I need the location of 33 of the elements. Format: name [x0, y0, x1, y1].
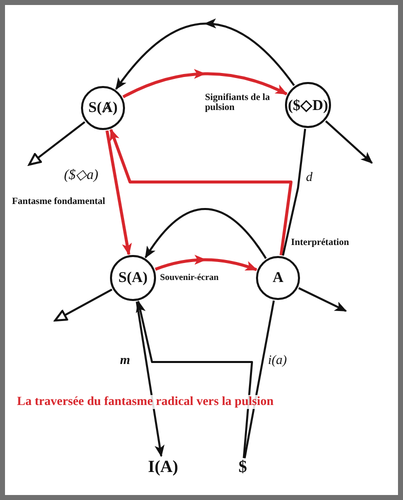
caption-text: La traversée du fantasme radical vers la pulsion — [17, 395, 274, 409]
annotation-text: Signifiants de la pulsion — [205, 93, 271, 114]
node-label: S(A) — [118, 270, 148, 286]
arrow — [109, 128, 292, 256]
arrow — [154, 254, 258, 272]
node-label: ($◇D) — [288, 96, 328, 114]
arrow — [54, 288, 112, 322]
arrow — [325, 120, 373, 164]
annotation-text: Interprétation — [291, 238, 350, 248]
symbol-label: i(a) — [268, 353, 287, 368]
node-label: I(A) — [148, 457, 178, 477]
annotation-text: Fantasme fondamental — [12, 197, 106, 208]
connector-line — [244, 300, 275, 458]
arrow — [28, 121, 86, 166]
node-label: $ — [238, 457, 247, 477]
node-circle — [81, 86, 125, 130]
node-circle — [256, 256, 300, 300]
symbol-label: ($◇a) — [64, 168, 98, 184]
arrow — [136, 302, 164, 458]
arrow — [115, 18, 295, 90]
connector-line — [282, 128, 306, 256]
arrow — [122, 69, 288, 98]
arrow — [298, 287, 347, 312]
symbol-label: d — [306, 170, 312, 184]
symbol-label: m — [120, 353, 130, 368]
node-circle — [110, 255, 156, 301]
node-circle — [285, 82, 331, 128]
annotation-text: Souvenir-écran — [160, 273, 219, 283]
node-label: S(Ⱥ) — [88, 100, 118, 116]
arrow — [144, 208, 267, 259]
arrow — [136, 300, 253, 458]
arrow — [106, 130, 132, 256]
node-label: A — [272, 270, 284, 286]
